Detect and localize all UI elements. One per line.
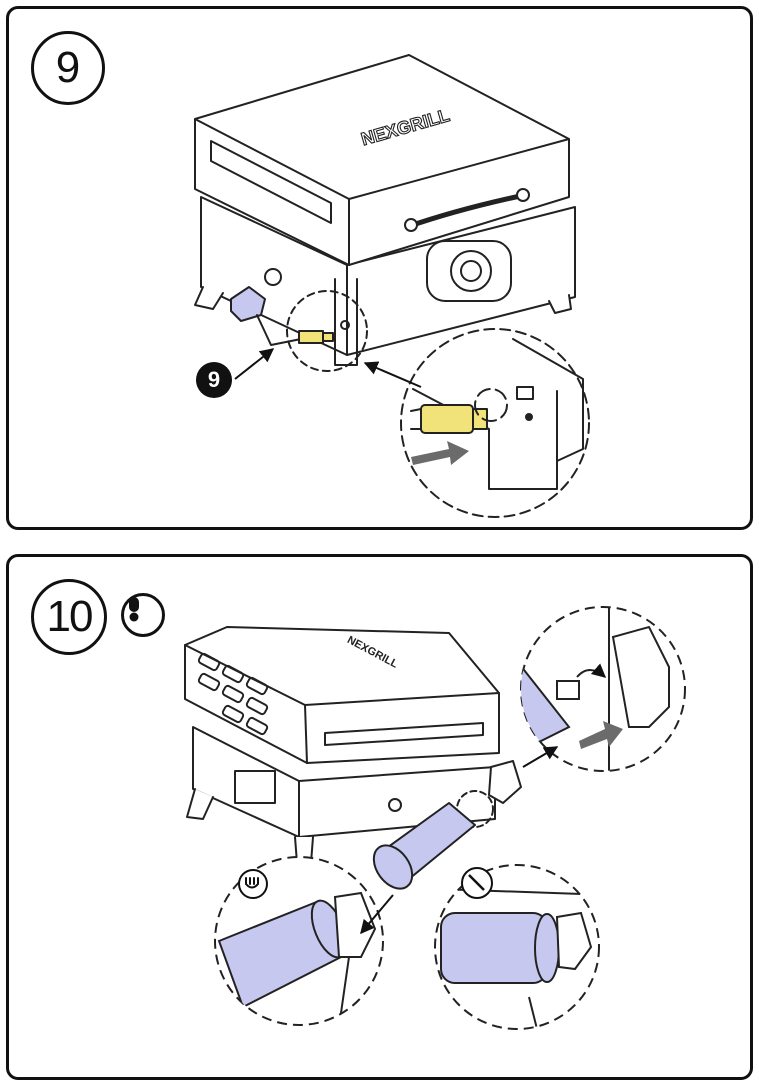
detail-marker [286,290,368,372]
connection-detail [520,606,686,772]
step-number: 10 [31,579,107,655]
brass-fitting-small [298,330,324,344]
step-number-label: 10 [46,592,94,641]
step-10-panel: NEXGRILL 10 [6,554,753,1080]
grill-lid [194,54,570,266]
lid-vent [324,722,484,746]
grill-leg-left [186,788,214,820]
exclamation-glyph [129,597,139,622]
prohibited-icon [461,867,493,899]
push-arrow [579,721,623,749]
brass-fitting-large [420,404,474,434]
grill-leg-right [548,294,572,314]
regulator [230,286,266,322]
part-callout-label: 9 [207,367,221,392]
thumbs-up-icon [238,869,268,899]
grill-leg-left [194,286,224,310]
step-10-illustration: NEXGRILL [184,606,686,1030]
correct-detail [214,856,384,1026]
push-arrow [411,441,469,465]
step-number-label: 9 [55,43,81,92]
lid-vent [210,140,332,224]
lid-vent-slots [197,652,269,736]
step-9-illustration: NEXGRILL [194,54,590,518]
incorrect-detail [434,864,600,1030]
step-number: 9 [31,31,105,105]
exclamation-icon [121,593,165,637]
regulator [488,760,522,804]
regulator-hose [256,314,302,346]
step-9-panel: NEXGRILL 9 9 [6,6,753,530]
lid-handle [404,192,528,230]
part-callout: 9 [196,362,232,398]
detail-circle [400,328,590,518]
